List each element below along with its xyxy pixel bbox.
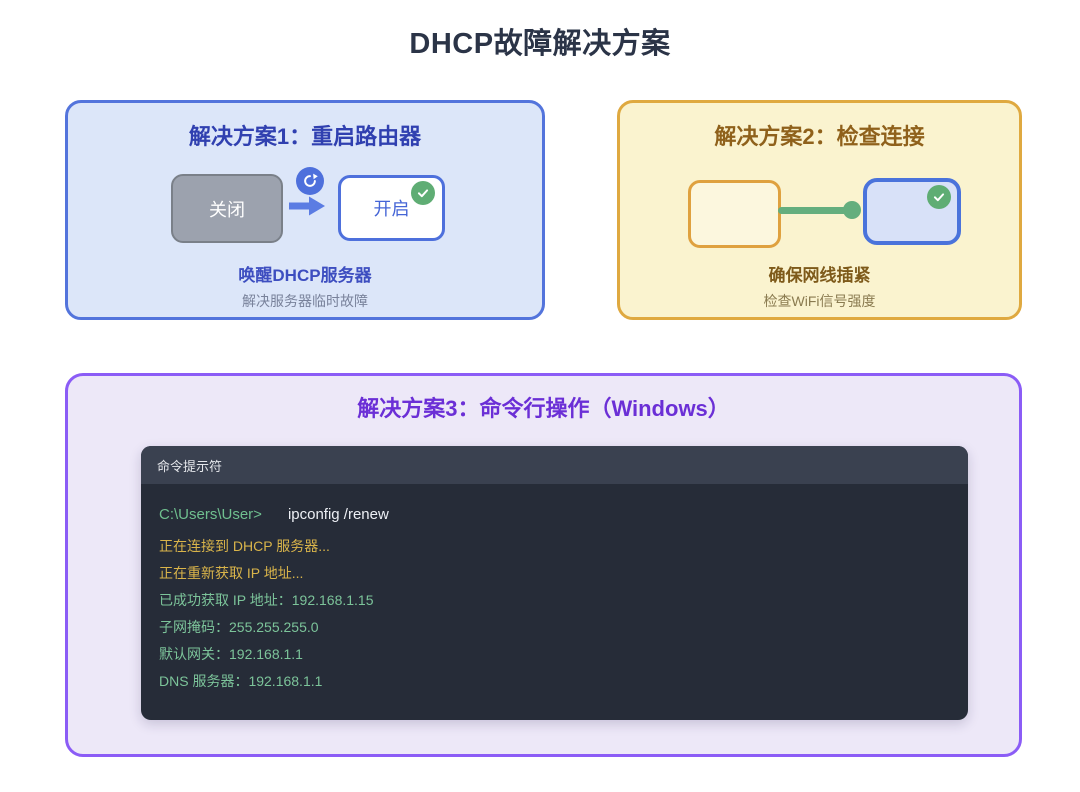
- solution3-title: 解决方案3：命令行操作（Windows）: [357, 396, 730, 421]
- terminal-line: DNS 服务器：192.168.1.1: [159, 673, 323, 689]
- connector-dot: [843, 201, 861, 219]
- terminal-line: 默认网关：192.168.1.1: [159, 646, 303, 662]
- arrow-right-icon: [289, 195, 329, 217]
- terminal-line: 正在重新获取 IP 地址...: [159, 565, 304, 581]
- router-on-label: 开启: [373, 199, 410, 219]
- device-node: [863, 178, 961, 245]
- router-off-node: 关闭: [171, 174, 283, 243]
- terminal-window: 命令提示符 C:\Users\User> ipconfig /renew 正在连接…: [141, 446, 968, 720]
- refresh-icon: [296, 167, 324, 195]
- solution2-card: 解决方案2：检查连接 确保网线插紧 检查WiFi信号强度: [617, 100, 1022, 320]
- check-circle-icon: [411, 181, 435, 205]
- terminal-titlebar-label: 命令提示符: [157, 458, 223, 474]
- solution2-caption: 确保网线插紧: [768, 266, 871, 285]
- terminal-prompt: C:\Users\User>: [159, 506, 262, 523]
- terminal-line: 正在连接到 DHCP 服务器...: [159, 538, 330, 554]
- solution1-caption: 唤醒DHCP服务器: [238, 266, 372, 285]
- terminal-titlebar: 命令提示符: [141, 446, 968, 484]
- terminal-command: ipconfig /renew: [287, 506, 389, 523]
- terminal-line: 已成功获取 IP 地址：192.168.1.15: [159, 592, 374, 608]
- solution2-title: 解决方案2：检查连接: [714, 124, 925, 149]
- terminal-output: 正在连接到 DHCP 服务器... 正在重新获取 IP 地址... 已成功获取 IP…: [159, 539, 950, 688]
- solution1-card: 解决方案1：重启路由器 关闭 开启 唤醒DHCP服务器 解决服务器临时故障: [65, 100, 545, 320]
- router-off-label: 关闭: [209, 199, 245, 220]
- solution3-card: 解决方案3：命令行操作（Windows） 命令提示符 C:\Users\User…: [65, 373, 1022, 757]
- check-circle-icon: [927, 185, 951, 209]
- solution1-subcaption: 解决服务器临时故障: [242, 293, 368, 309]
- cable-connector-line: [778, 207, 852, 214]
- terminal-line: 子网掩码：255.255.255.0: [159, 619, 319, 635]
- cable-node: [688, 180, 781, 248]
- terminal-body: C:\Users\User> ipconfig /renew 正在连接到 DHCP…: [141, 484, 968, 688]
- solution2-subcaption: 检查WiFi信号强度: [763, 293, 876, 309]
- page-title: DHCP故障解决方案: [409, 28, 671, 60]
- solution1-title: 解决方案1：重启路由器: [188, 124, 422, 149]
- terminal-command-line: C:\Users\User> ipconfig /renew: [159, 506, 950, 523]
